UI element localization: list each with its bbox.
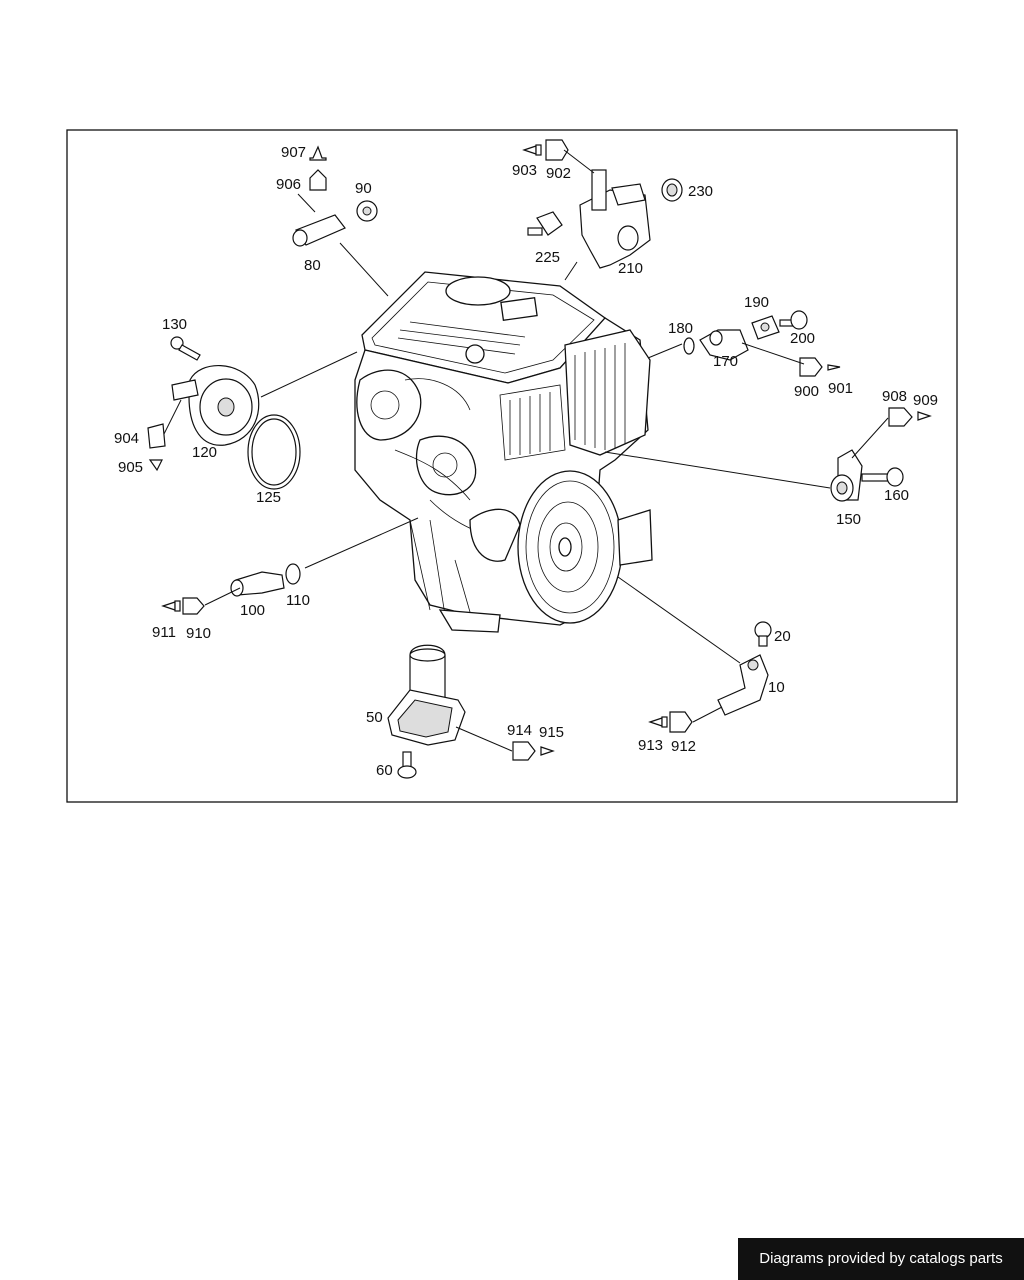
callout-907: 907 [281, 144, 306, 161]
part-915-clip [540, 746, 555, 756]
callout-904: 904 [114, 430, 139, 447]
callout-120: 120 [192, 444, 217, 461]
part-120-pump [171, 365, 260, 446]
callout-210: 210 [618, 260, 643, 277]
callout-200: 200 [790, 330, 815, 347]
part-190-gasket [751, 315, 780, 340]
callout-908: 908 [882, 388, 907, 405]
engine-assembly [354, 271, 653, 633]
part-10-sensor [717, 654, 769, 716]
part-913-clip [648, 716, 668, 728]
part-904-connector [147, 423, 166, 449]
callout-903: 903 [512, 162, 537, 179]
diagram-frame [66, 129, 958, 803]
callout-901: 901 [828, 380, 853, 397]
part-905-clip [148, 459, 163, 472]
part-130-bolt [170, 336, 201, 361]
part-170-sensor [699, 329, 749, 361]
callout-190: 190 [744, 294, 769, 311]
callout-10: 10 [768, 679, 785, 696]
leader-lines [163, 149, 889, 752]
callout-913: 913 [638, 737, 663, 754]
part-90-nut [356, 200, 378, 222]
callout-225: 225 [535, 249, 560, 266]
callout-50: 50 [366, 709, 383, 726]
callout-100: 100 [240, 602, 265, 619]
credit-banner: Diagrams provided by catalogs parts [738, 1238, 1024, 1280]
part-225-bolt [527, 211, 563, 236]
part-125-seal-ring [247, 414, 301, 490]
part-911-clip [161, 600, 181, 612]
part-909-clip [917, 411, 932, 421]
callout-906: 906 [276, 176, 301, 193]
callout-110: 110 [286, 592, 310, 609]
part-150-knock-sensor [830, 449, 863, 502]
part-200-bolt [779, 310, 808, 330]
part-20-bolt [754, 621, 772, 647]
callout-60: 60 [376, 762, 393, 779]
part-910-connector [182, 597, 205, 615]
callout-20: 20 [774, 628, 791, 645]
part-110-oring [285, 563, 301, 585]
callout-80: 80 [304, 257, 321, 274]
callout-160: 160 [884, 487, 909, 504]
callout-900: 900 [794, 383, 819, 400]
part-230-grommet [661, 178, 683, 202]
part-903-clip [522, 144, 542, 156]
callout-912: 912 [671, 738, 696, 755]
callout-902: 902 [546, 165, 571, 182]
part-160-bolt [861, 467, 904, 487]
part-50-filter-housing [387, 644, 466, 746]
callout-180: 180 [668, 320, 693, 337]
callout-230: 230 [688, 183, 713, 200]
callout-911: 911 [152, 624, 176, 641]
part-901-clip [827, 364, 841, 371]
callout-150: 150 [836, 511, 861, 528]
callout-170: 170 [713, 353, 738, 370]
callout-90: 90 [355, 180, 372, 197]
part-912-connector [669, 711, 693, 733]
part-180-oring [683, 337, 695, 355]
part-60-bolt [397, 751, 417, 779]
part-900-connector [799, 357, 823, 377]
callout-125: 125 [256, 489, 281, 506]
part-80-sensor [292, 214, 346, 247]
part-914-connector [512, 741, 536, 761]
part-908-connector [888, 407, 913, 427]
callout-130: 130 [162, 316, 187, 333]
part-907-cap [309, 145, 327, 161]
part-906-connector [309, 169, 327, 191]
callout-905: 905 [118, 459, 143, 476]
part-100-sensor [230, 571, 285, 597]
callout-910: 910 [186, 625, 211, 642]
part-902-connector [545, 139, 569, 161]
part-210-valve [579, 169, 651, 269]
callout-labels: 907 906 90 80 903 902 230 225 210 130 18… [114, 144, 938, 779]
callout-914: 914 [507, 722, 532, 739]
callout-915: 915 [539, 724, 564, 741]
callout-909: 909 [913, 392, 938, 409]
